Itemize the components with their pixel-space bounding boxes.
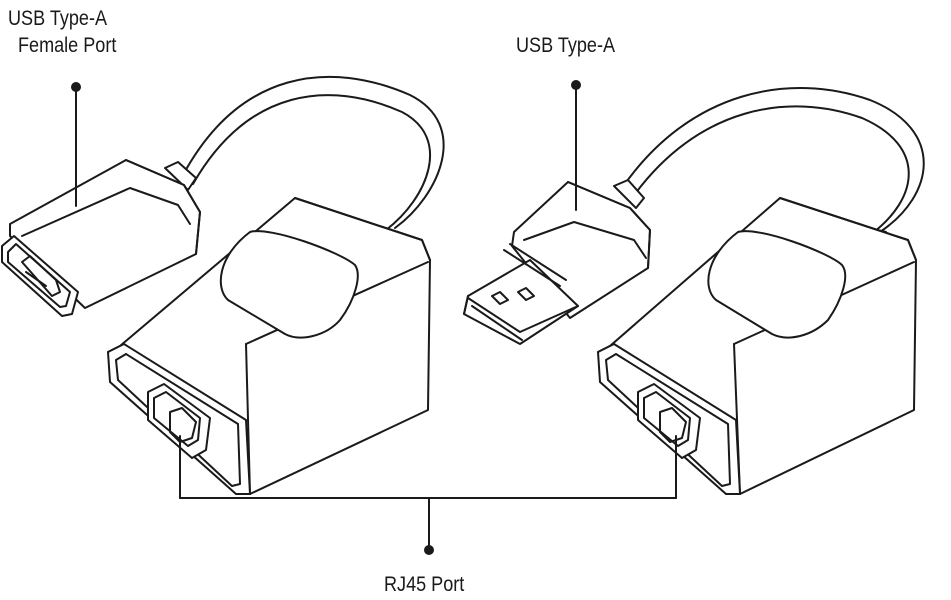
usb-female-connector	[1, 159, 201, 317]
right-rj45-box	[597, 197, 917, 495]
usb-male-connector	[463, 179, 651, 345]
label-usb-female-line2: Female Port	[18, 34, 117, 57]
callout-usb-type-a	[571, 80, 581, 211]
label-rj45-port: RJ45 Port	[384, 573, 465, 596]
callout-usb-female	[71, 82, 81, 207]
right-cable	[621, 87, 925, 236]
label-usb-female-line1: USB Type-A	[8, 7, 108, 30]
left-extender-unit	[1, 75, 445, 495]
left-cable	[182, 75, 445, 231]
right-extender-unit	[463, 87, 925, 495]
left-rj45-box	[107, 197, 431, 495]
label-usb-type-a: USB Type-A	[516, 34, 616, 57]
callout-rj45-port	[179, 435, 677, 555]
